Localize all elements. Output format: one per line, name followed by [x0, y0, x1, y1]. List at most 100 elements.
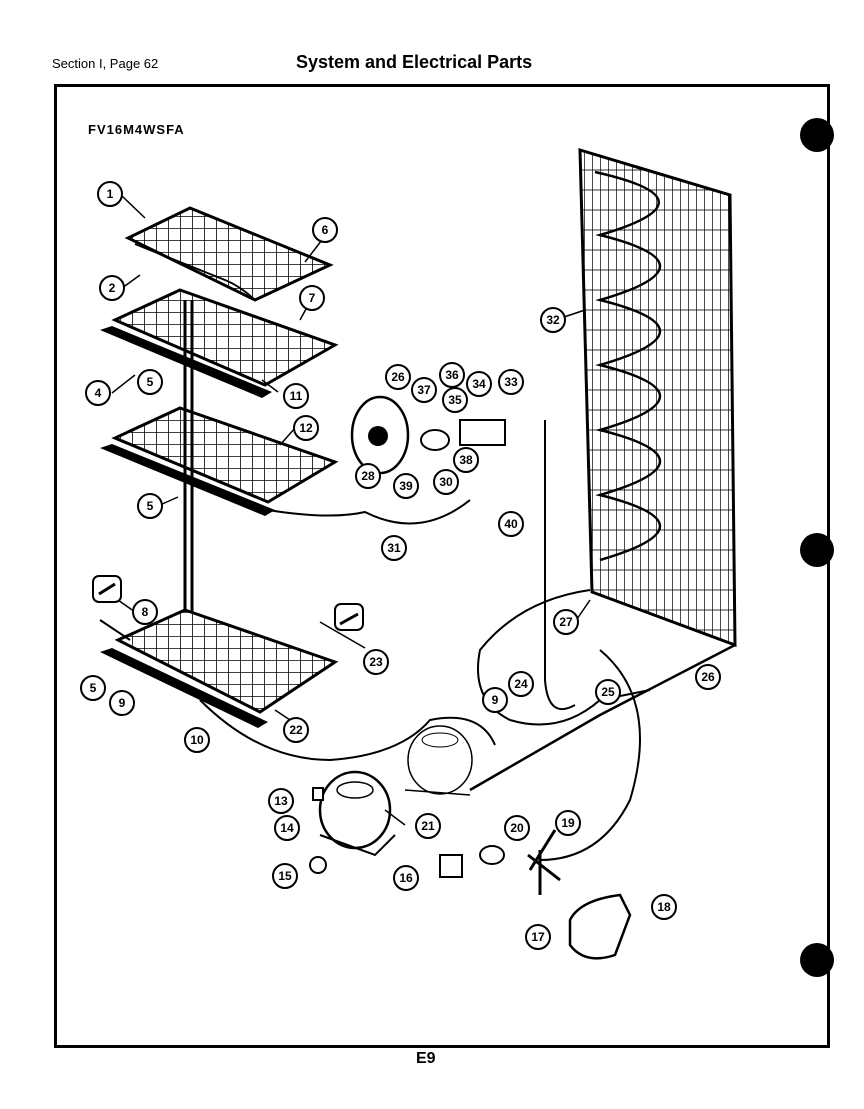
- callout-6: 6: [312, 217, 338, 243]
- callout-12: 12: [293, 415, 319, 441]
- svg-text:22: 22: [289, 723, 303, 737]
- callout-7: 7: [299, 285, 325, 311]
- svg-text:26: 26: [701, 670, 715, 684]
- callout-8: 8: [132, 599, 158, 625]
- callout-2: 2: [99, 275, 125, 301]
- page-number: E9: [412, 1050, 440, 1068]
- callout-1: 1: [97, 181, 123, 207]
- callout-36: 36: [439, 362, 465, 388]
- callout-17: 17: [525, 924, 551, 950]
- callout-9: 9: [109, 690, 135, 716]
- callout-25: 25: [595, 679, 621, 705]
- callout-26: 26: [695, 664, 721, 690]
- svg-text:35: 35: [448, 393, 462, 407]
- fan-motor-assembly: [568, 893, 632, 960]
- fan-motor: [350, 395, 506, 475]
- condenser-fan: [479, 829, 561, 895]
- shelf-second: [100, 288, 339, 398]
- callout-30: 30: [433, 469, 459, 495]
- callout-11: 11: [283, 383, 309, 409]
- shelf-bottom: [100, 608, 339, 728]
- callout-32: 32: [540, 307, 566, 333]
- callout-37: 37: [411, 377, 437, 403]
- svg-text:12: 12: [299, 421, 313, 435]
- callout-15: 15: [272, 863, 298, 889]
- callout-4: 4: [85, 380, 111, 406]
- callout-21: 21: [415, 813, 441, 839]
- callout-28: 28: [355, 463, 381, 489]
- callout-9: 9: [482, 687, 508, 713]
- callout-14: 14: [274, 815, 300, 841]
- svg-text:21: 21: [421, 819, 435, 833]
- svg-text:30: 30: [439, 475, 453, 489]
- shelf-top: [124, 206, 334, 302]
- svg-text:18: 18: [657, 900, 671, 914]
- svg-text:13: 13: [274, 794, 288, 808]
- section-page-label: Section I, Page 62: [52, 56, 159, 71]
- callout-23: 23: [363, 649, 389, 675]
- relay-overload: [439, 854, 463, 878]
- svg-text:36: 36: [445, 368, 459, 382]
- svg-text:25: 25: [601, 685, 615, 699]
- drain-pan-compressor: [404, 725, 473, 796]
- svg-text:9: 9: [119, 696, 126, 710]
- svg-text:19: 19: [561, 816, 575, 830]
- compressor: [318, 770, 396, 857]
- model-number: FV16M4WSFA: [88, 122, 185, 137]
- page-title: System and Electrical Parts: [296, 52, 533, 72]
- svg-text:1: 1: [107, 187, 114, 201]
- callout-26: 26: [385, 364, 411, 390]
- svg-text:7: 7: [309, 291, 316, 305]
- grommet: [309, 856, 327, 874]
- svg-text:39: 39: [399, 479, 413, 493]
- callout-18: 18: [651, 894, 677, 920]
- callout-31: 31: [381, 535, 407, 561]
- svg-text:27: 27: [559, 615, 573, 629]
- svg-text:24: 24: [514, 677, 528, 691]
- callout-5: 5: [80, 675, 106, 701]
- svg-text:14: 14: [280, 821, 294, 835]
- svg-text:8: 8: [142, 605, 149, 619]
- svg-text:5: 5: [90, 681, 97, 695]
- svg-text:5: 5: [147, 375, 154, 389]
- svg-text:20: 20: [510, 821, 524, 835]
- svg-text:38: 38: [459, 453, 473, 467]
- bracket-right: [334, 603, 364, 631]
- svg-text:9: 9: [492, 693, 499, 707]
- callout-19: 19: [555, 810, 581, 836]
- callout-34: 34: [466, 371, 492, 397]
- svg-text:31: 31: [387, 541, 401, 555]
- svg-text:6: 6: [322, 223, 329, 237]
- svg-text:2: 2: [109, 281, 116, 295]
- sleeve: [312, 787, 324, 801]
- svg-text:16: 16: [399, 871, 413, 885]
- svg-text:10: 10: [190, 733, 204, 747]
- svg-text:34: 34: [472, 377, 486, 391]
- svg-text:5: 5: [147, 499, 154, 513]
- callout-27: 27: [553, 609, 579, 635]
- svg-text:26: 26: [391, 370, 405, 384]
- callout-24: 24: [508, 671, 534, 697]
- callout-40: 40: [498, 511, 524, 537]
- diagram-frame: [54, 84, 830, 1048]
- svg-text:4: 4: [95, 386, 102, 400]
- callout-20: 20: [504, 815, 530, 841]
- svg-text:28: 28: [361, 469, 375, 483]
- condenser-coil: [578, 147, 737, 648]
- callout-39: 39: [393, 473, 419, 499]
- callout-35: 35: [442, 387, 468, 413]
- callout-22: 22: [283, 717, 309, 743]
- callout-16: 16: [393, 865, 419, 891]
- callout-5: 5: [137, 493, 163, 519]
- svg-text:33: 33: [504, 375, 518, 389]
- callout-5: 5: [137, 369, 163, 395]
- shelf-third: [100, 406, 339, 516]
- svg-text:17: 17: [531, 930, 545, 944]
- svg-text:15: 15: [278, 869, 292, 883]
- svg-text:40: 40: [504, 517, 518, 531]
- svg-text:23: 23: [369, 655, 383, 669]
- callout-38: 38: [453, 447, 479, 473]
- bracket-left: [92, 575, 122, 603]
